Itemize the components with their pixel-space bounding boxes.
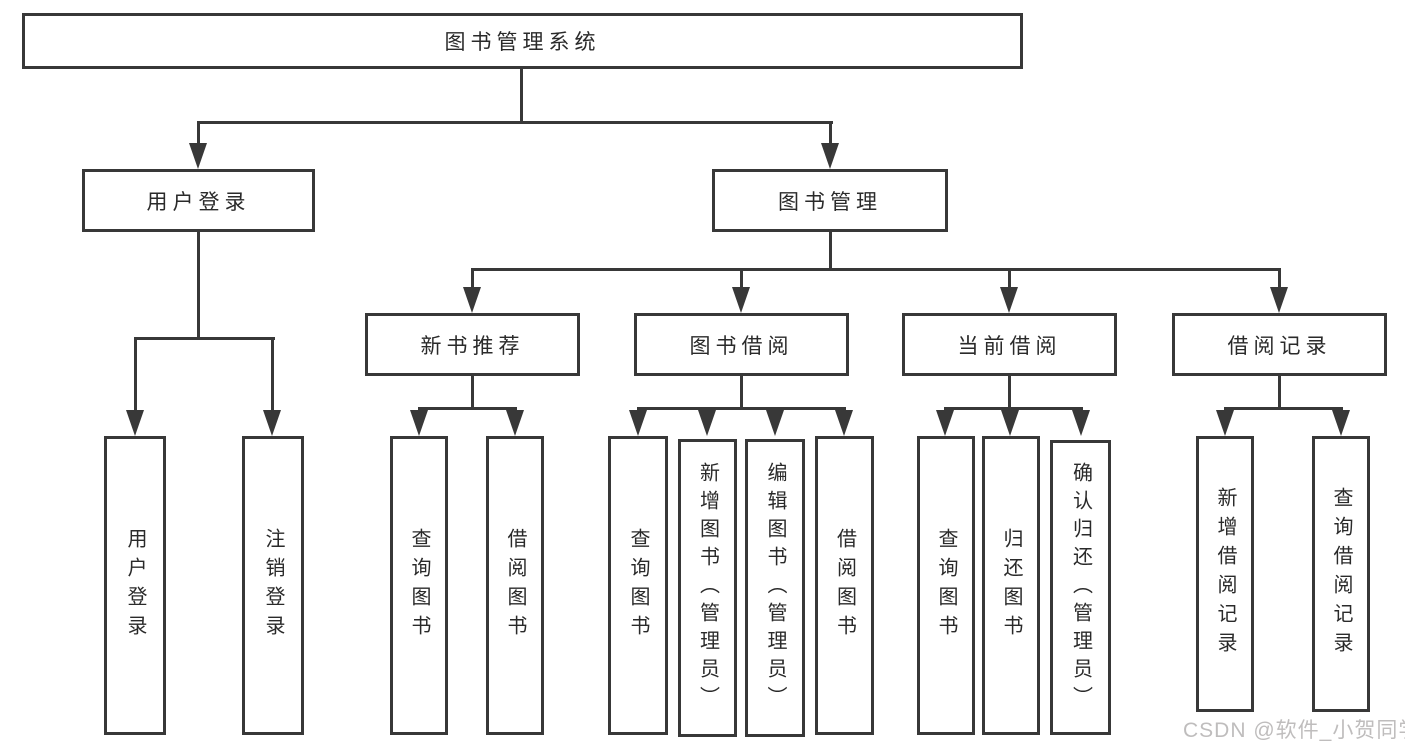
connector-current-trunk: [1008, 376, 1011, 410]
arrow-down-borrow-records-icon: [1270, 287, 1288, 313]
connector-level3-hline: [471, 268, 1281, 271]
node-book-borrow: 图书借阅: [634, 313, 849, 376]
arrow-down-add-books-admin-icon: [698, 410, 716, 436]
connector-stem-leaf-user-login: [134, 337, 137, 410]
connector-current-hline: [944, 407, 1083, 410]
node-book-management: 图书管理: [712, 169, 948, 232]
leaf-query-books-recommend: 查询图书: [390, 436, 448, 735]
connector-stem-new-book-recommend: [471, 268, 474, 290]
arrow-down-user-login-icon: [189, 143, 207, 169]
leaf-edit-books-admin: 编辑图书（管理员）: [745, 439, 805, 737]
leaf-query-borrow-record: 查询借阅记录: [1312, 436, 1370, 712]
arrow-down-confirm-return-admin-icon: [1072, 410, 1090, 436]
connector-root-trunk: [520, 69, 523, 124]
connector-stem-current-borrow: [1008, 268, 1011, 290]
connector-stem-borrow-records: [1278, 268, 1281, 290]
leaf-add-books-admin: 新增图书（管理员）: [678, 439, 737, 737]
connector-book-management-trunk: [829, 232, 832, 271]
connector-borrow-hline: [637, 407, 846, 410]
connector-stem-book-management: [829, 121, 832, 145]
connector-level1-hline: [197, 121, 833, 124]
node-new-book-recommend: 新书推荐: [365, 313, 580, 376]
leaf-query-books-current: 查询图书: [917, 436, 975, 735]
connector-stem-leaf-logout: [271, 337, 274, 410]
node-current-borrow: 当前借阅: [902, 313, 1117, 376]
connector-stem-user-login: [197, 121, 200, 145]
connector-user-login-hline: [134, 337, 275, 340]
arrow-down-return-books-icon: [1001, 410, 1019, 436]
arrow-down-borrow-books-icon: [835, 410, 853, 436]
arrow-down-current-borrow-icon: [1000, 287, 1018, 313]
leaf-borrow-books-recommend: 借阅图书: [486, 436, 544, 735]
arrow-down-query-books-recommend-icon: [410, 410, 428, 436]
arrow-down-borrow-books-recommend-icon: [506, 410, 524, 436]
connector-records-hline: [1224, 407, 1343, 410]
connector-borrow-trunk: [740, 376, 743, 410]
leaf-user-login: 用户登录: [104, 436, 166, 735]
leaf-logout: 注销登录: [242, 436, 304, 735]
connector-recommend-hline: [418, 407, 517, 410]
csdn-watermark: CSDN @软件_小贺同学: [1183, 719, 1405, 742]
arrow-down-query-books-current-icon: [936, 410, 954, 436]
node-user-login: 用户登录: [82, 169, 315, 232]
arrow-down-book-borrow-icon: [732, 287, 750, 313]
arrow-down-book-management-icon: [821, 143, 839, 169]
arrow-down-leaf-logout-icon: [263, 410, 281, 436]
leaf-query-books-borrow: 查询图书: [608, 436, 668, 735]
node-root: 图书管理系统: [22, 13, 1023, 69]
leaf-confirm-return-admin: 确认归还（管理员）: [1050, 440, 1111, 735]
connector-user-login-trunk: [197, 232, 200, 340]
connector-records-trunk: [1278, 376, 1281, 410]
leaf-return-books: 归还图书: [982, 436, 1040, 735]
arrow-down-new-book-recommend-icon: [463, 287, 481, 313]
leaf-add-borrow-record: 新增借阅记录: [1196, 436, 1254, 712]
arrow-down-query-books-borrow-icon: [629, 410, 647, 436]
arrow-down-leaf-user-login-icon: [126, 410, 144, 436]
arrow-down-edit-books-admin-icon: [766, 410, 784, 436]
arrow-down-add-borrow-record-icon: [1216, 410, 1234, 436]
connector-recommend-trunk: [471, 376, 474, 410]
connector-stem-book-borrow: [740, 268, 743, 290]
arrow-down-query-borrow-record-icon: [1332, 410, 1350, 436]
leaf-borrow-books: 借阅图书: [815, 436, 874, 735]
node-borrow-records: 借阅记录: [1172, 313, 1387, 376]
